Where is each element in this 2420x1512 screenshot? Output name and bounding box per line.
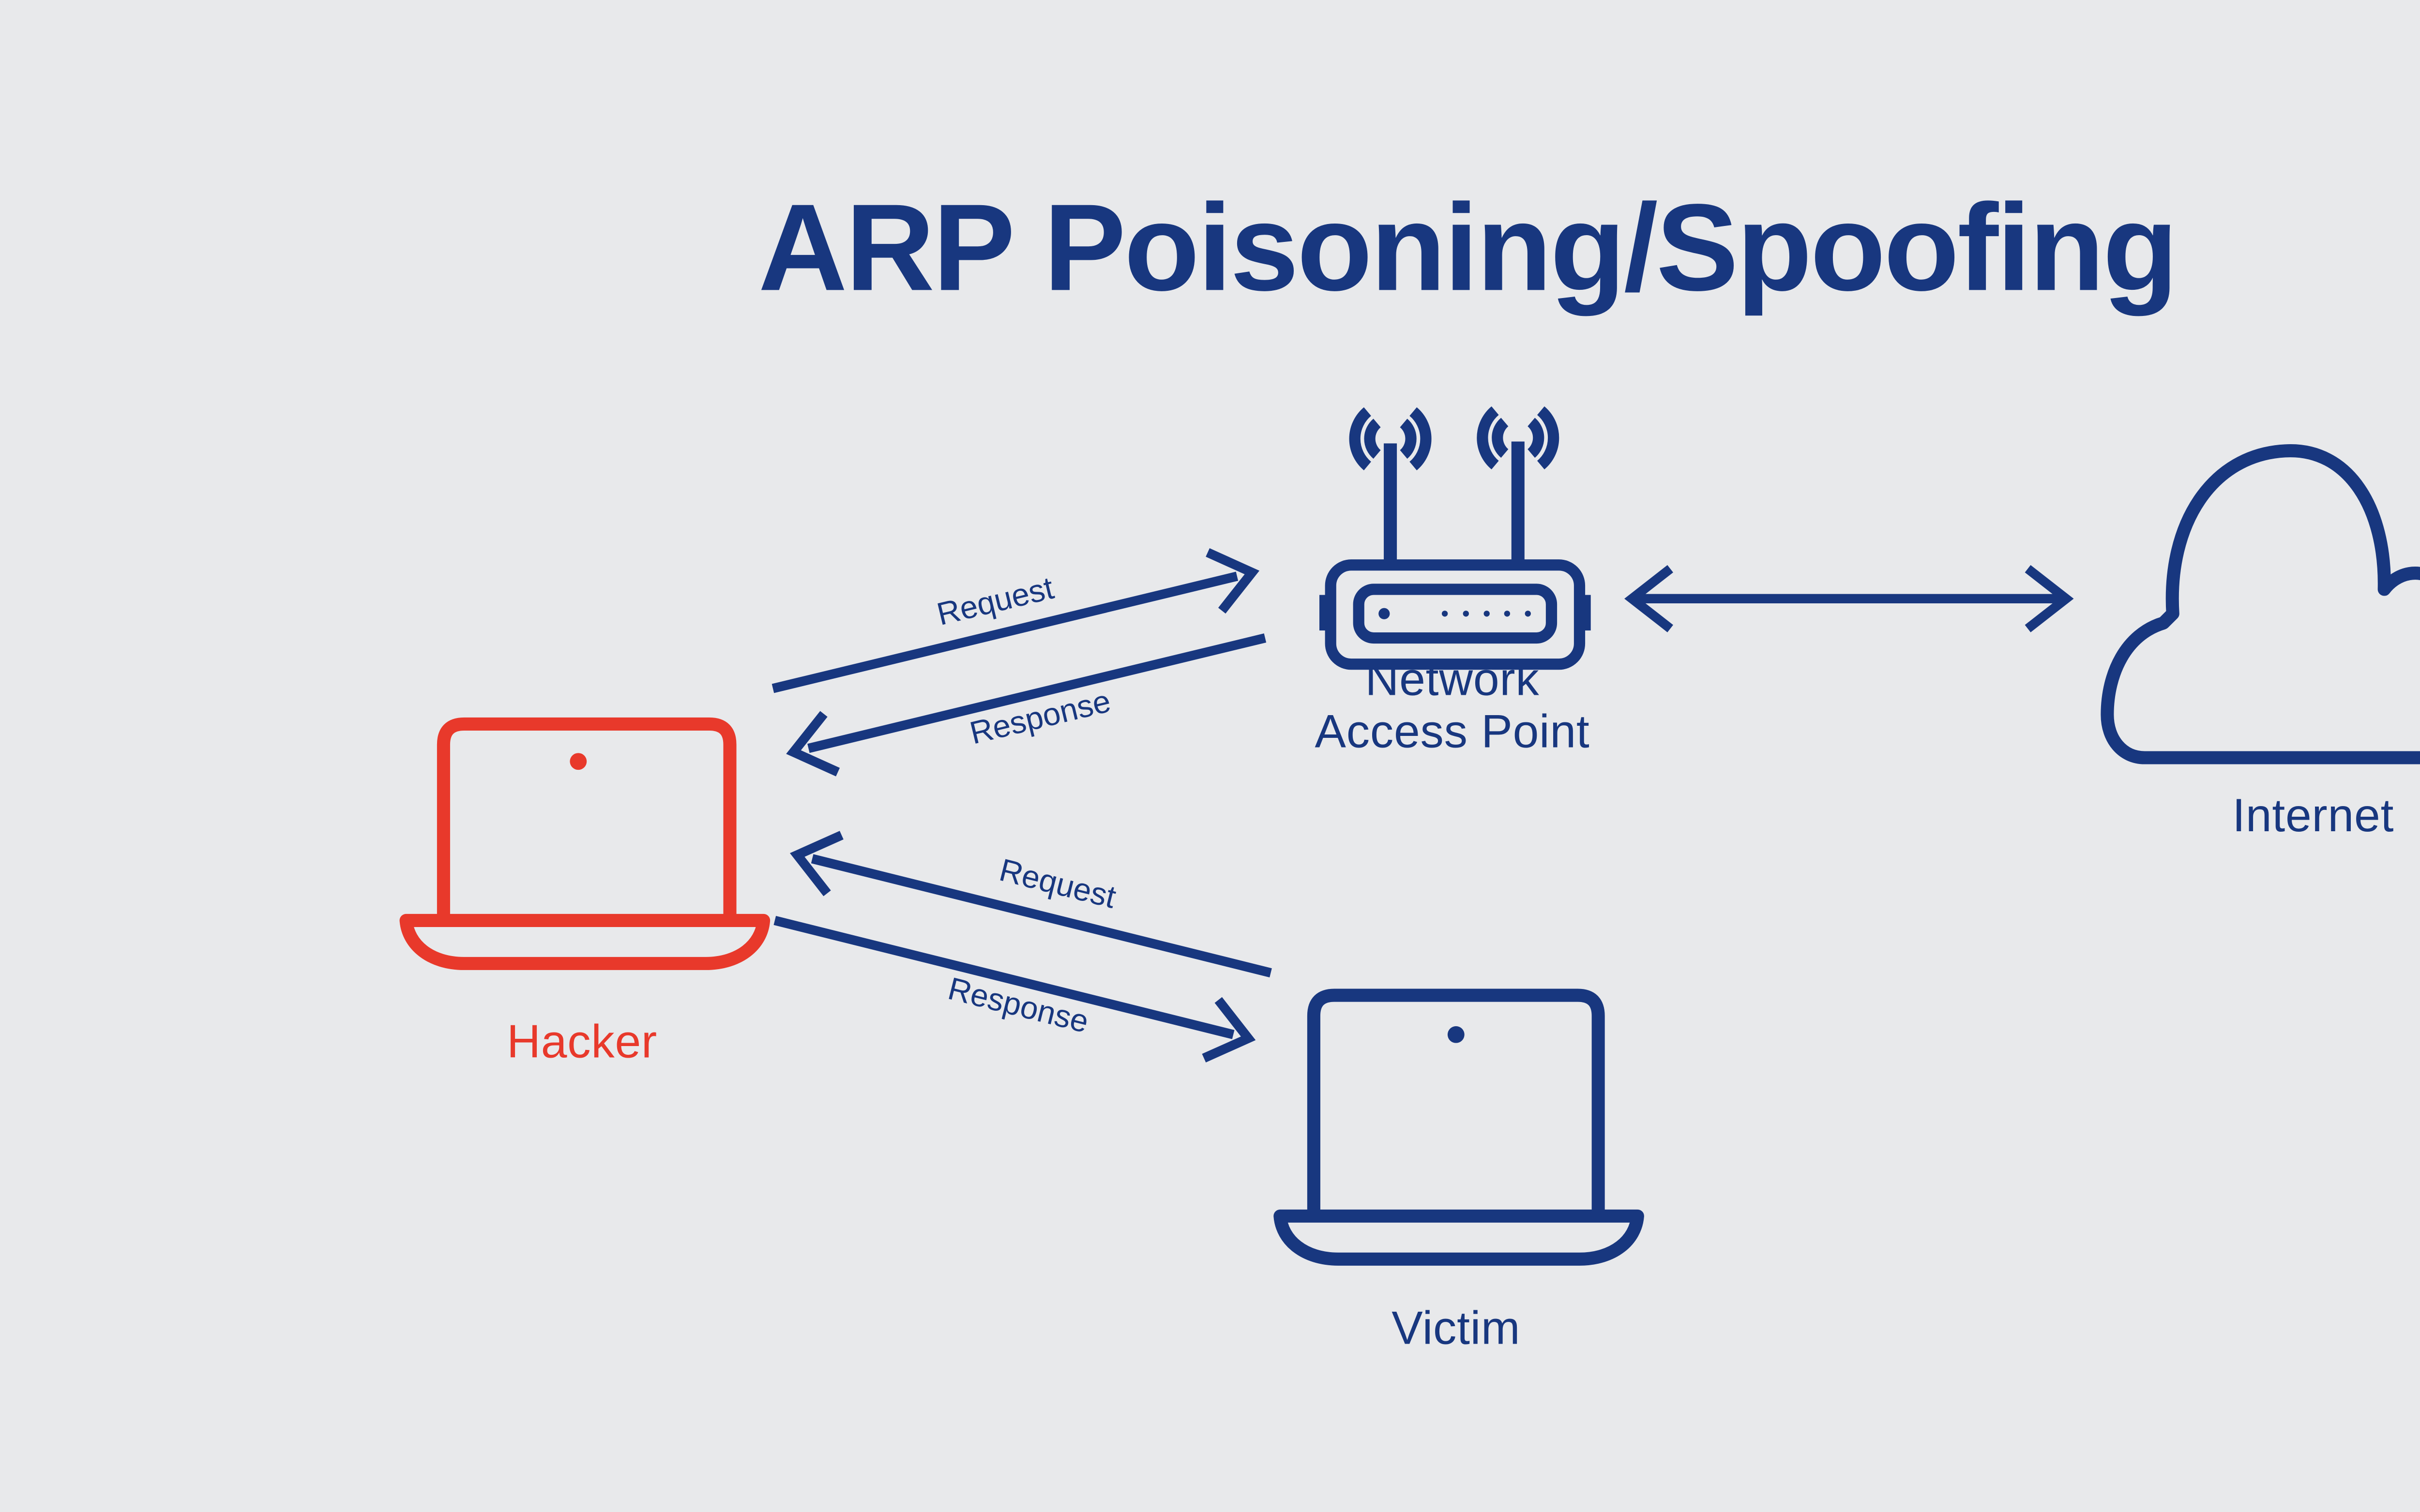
victim-laptop-camera xyxy=(1447,1026,1465,1043)
response-arrow-ap-to-hacker xyxy=(786,633,1267,777)
cloud-icon xyxy=(2101,444,2420,764)
router-led xyxy=(1378,608,1390,619)
hacker-laptop-base xyxy=(399,913,771,970)
victim-laptop-icon xyxy=(1273,988,1644,1266)
hacker-label: Hacker xyxy=(507,1016,657,1069)
victim-laptop-screen xyxy=(1307,988,1605,1216)
router-icon xyxy=(1319,406,1591,670)
router-antenna-left xyxy=(1384,443,1397,567)
hacker-laptop-screen xyxy=(437,717,737,923)
wifi-waves-icon-left xyxy=(1349,407,1432,471)
router-antenna-right xyxy=(1511,441,1525,567)
hacker-laptop-camera xyxy=(570,753,587,770)
response-arrow-hacker-to-victim xyxy=(773,916,1256,1063)
router-port-dots xyxy=(1441,611,1531,617)
router-front-panel xyxy=(1353,584,1558,644)
access-point-label-line2: Access Point xyxy=(1315,705,1590,758)
router-body xyxy=(1325,559,1586,670)
access-point-label: Network Access Point xyxy=(1315,654,1590,759)
page-title: ARP Poisoning/Spoofing xyxy=(758,178,2178,316)
victim-laptop-base xyxy=(1273,1209,1644,1266)
request-arrow-hacker-to-ap xyxy=(771,548,1260,693)
victim-label: Victim xyxy=(1392,1302,1521,1355)
bidirectional-arrow-ap-internet xyxy=(1624,565,2074,632)
wifi-waves-icon-right xyxy=(1477,406,1559,470)
request-arrow-victim-to-hacker xyxy=(789,831,1272,978)
internet-label: Internet xyxy=(2232,790,2394,842)
access-point-label-line1: Network xyxy=(1365,654,1540,706)
hacker-laptop-icon xyxy=(399,717,771,970)
